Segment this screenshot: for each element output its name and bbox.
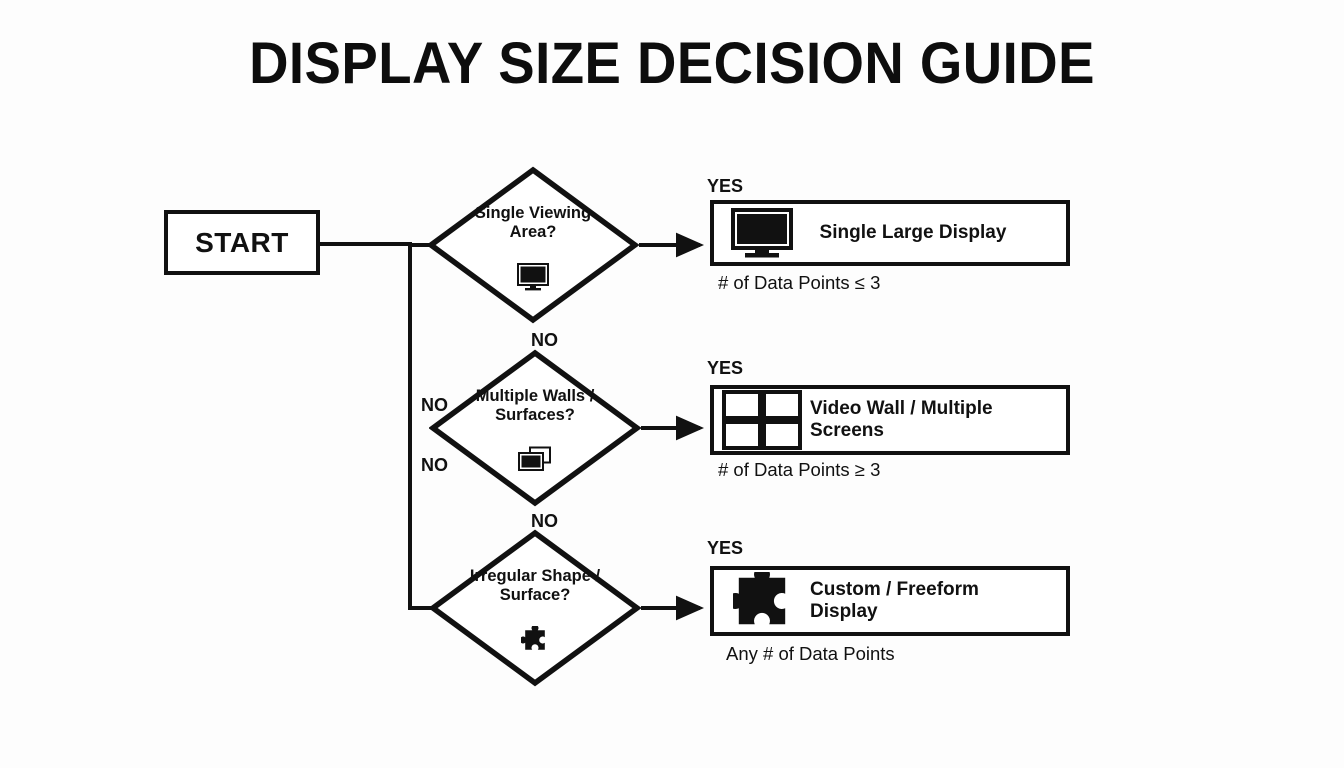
decision-label: Irregular Shape / Surface? <box>435 567 635 606</box>
decision-multiple-walls-surfaces[interactable]: Multiple Walls / Surfaces? <box>429 349 641 507</box>
decision-label-line2: Surfaces? <box>495 406 575 425</box>
result-video-wall[interactable]: Video Wall / Multiple Screens <box>710 385 1070 455</box>
edge-label-yes-2: YES <box>707 358 744 378</box>
single-monitor-icon <box>427 263 639 291</box>
puzzle-piece-icon <box>714 572 810 630</box>
decision-label-line1: Single Viewing <box>474 204 592 222</box>
decision-label-line1: Multiple Walls / <box>475 387 595 405</box>
result-caption-1: # of Data Points ≤ 3 <box>718 272 881 293</box>
edge-label-no-left-lower-decision-2: NO <box>421 455 448 475</box>
diamond-shape <box>427 166 639 324</box>
decision-label: Multiple Walls / Surfaces? <box>435 387 635 426</box>
edge-label-yes-3: YES <box>707 538 744 558</box>
result-single-large-display[interactable]: Single Large Display <box>710 200 1070 266</box>
result-caption-2: # of Data Points ≥ 3 <box>718 459 881 480</box>
result-custom-freeform-display[interactable]: Custom / Freeform Display <box>710 566 1070 636</box>
result-caption-3: Any # of Data Points <box>726 643 895 664</box>
decision-label-line1: Irregular Shape / <box>469 567 601 585</box>
diamond-shape <box>429 349 641 507</box>
puzzle-piece-icon <box>429 626 641 654</box>
edge-label-no-below-decision-1: NO <box>531 330 558 350</box>
result-label: Video Wall / Multiple Screens <box>810 397 993 441</box>
decision-label-line2: Area? <box>509 223 557 242</box>
multiple-screens-icon <box>429 446 641 472</box>
result-label-line2: Display <box>810 601 878 622</box>
edge-label-no-below-decision-2: NO <box>531 511 558 531</box>
decision-irregular-shape-surface[interactable]: Irregular Shape / Surface? <box>429 529 641 687</box>
video-wall-grid-icon <box>714 390 810 450</box>
decision-label-line2: Surface? <box>499 586 571 605</box>
result-label-line1: Custom / Freeform <box>810 578 979 600</box>
page-title: DISPLAY SIZE DECISION GUIDE <box>249 31 1095 96</box>
start-node-label: START <box>195 226 289 258</box>
start-node[interactable]: START <box>164 210 320 275</box>
result-label: Custom / Freeform Display <box>810 579 1066 624</box>
edge-label-yes-1: YES <box>707 176 744 196</box>
result-label: Single Large Display <box>819 221 1007 243</box>
edge-label-no-left-upper-decision-2: NO <box>421 395 448 415</box>
monitor-icon <box>714 208 810 258</box>
diamond-shape <box>429 529 641 687</box>
decision-label: Single Viewing Area? <box>433 204 633 243</box>
decision-single-viewing-area[interactable]: Single Viewing Area? <box>427 166 639 324</box>
